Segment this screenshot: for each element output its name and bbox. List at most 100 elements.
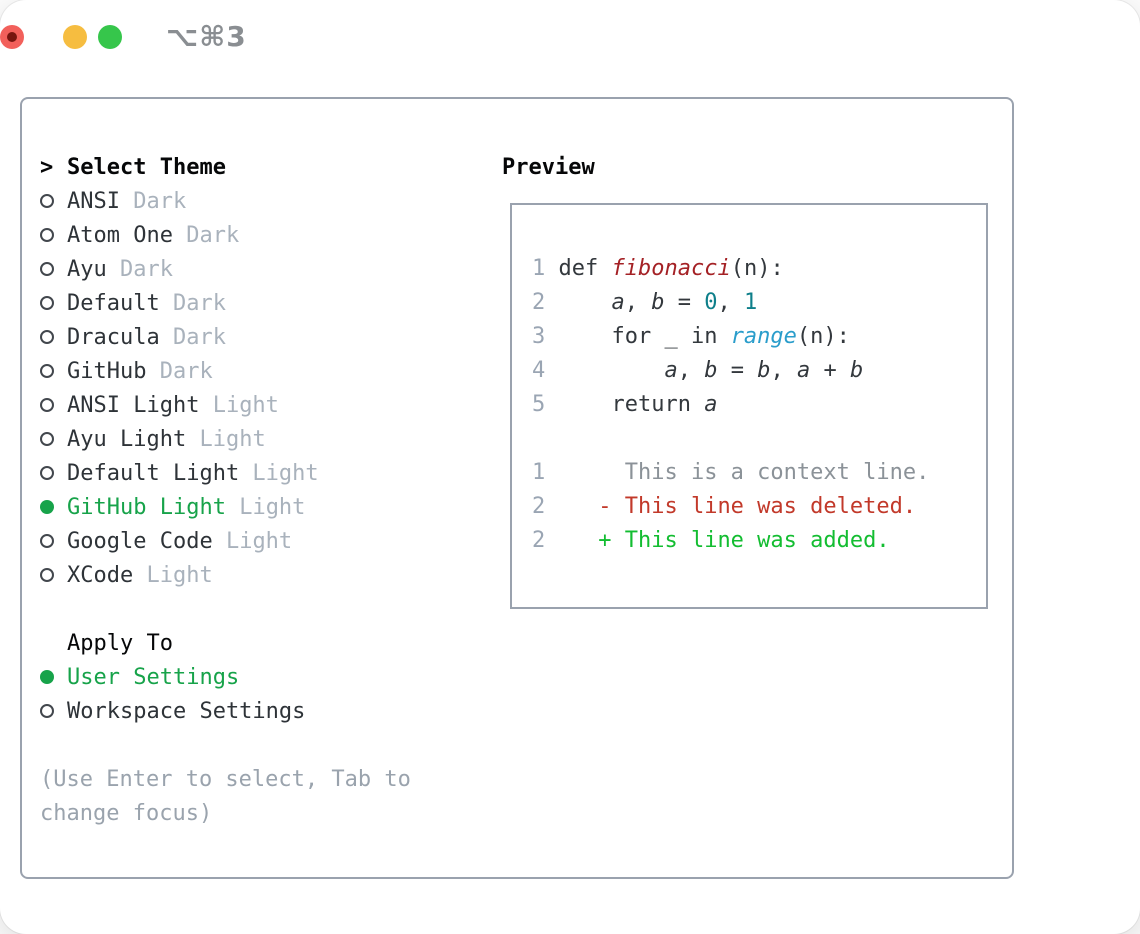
preview-header-label: Preview — [502, 154, 595, 180]
selected-dot — [40, 670, 54, 684]
theme-option-ansi-light[interactable]: ANSI Light Light — [40, 388, 411, 422]
apply-to-header-label: Apply To — [67, 630, 173, 656]
option-label: User Settings — [67, 664, 240, 690]
code-line-1: 1 def fibonacci(n): — [532, 251, 929, 285]
theme-option-ansi[interactable]: ANSI Dark — [40, 184, 411, 218]
option-label: GitHub — [67, 358, 147, 384]
option-label: Dracula — [67, 324, 160, 350]
option-variant-label: Dark — [106, 256, 173, 282]
code-segment-code: , — [677, 357, 705, 383]
radio-icon — [40, 694, 67, 728]
option-variant-label: Light — [186, 426, 266, 452]
theme-option-ayu[interactable]: Ayu Dark — [40, 252, 411, 286]
code-line-blank — [532, 421, 929, 455]
theme-option-xcode[interactable]: XCode Light — [40, 558, 411, 592]
hint-line-1: (Use Enter to select, Tab to — [40, 762, 411, 796]
theme-option-github[interactable]: GitHub Dark — [40, 354, 411, 388]
unselected-ring — [40, 296, 54, 310]
option-variant-label: Dark — [172, 222, 240, 248]
unselected-ring — [40, 262, 54, 276]
unselected-ring — [40, 568, 54, 582]
unselected-ring — [40, 432, 54, 446]
code-segment-var: b — [704, 357, 718, 383]
code-segment-code: , — [624, 289, 652, 315]
option-label: GitHub Light — [67, 494, 226, 520]
option-variant-label: Light — [199, 392, 279, 418]
hint-text: change focus) — [40, 800, 213, 826]
theme-option-default[interactable]: Default Dark — [40, 286, 411, 320]
radio-icon — [40, 184, 67, 218]
option-label: Default — [67, 290, 160, 316]
zoom-button[interactable] — [98, 25, 122, 49]
option-variant-label: Dark — [159, 324, 226, 350]
code-segment-code — [559, 358, 665, 383]
code-segment-var: a — [611, 289, 625, 315]
line-number: 2 — [532, 527, 559, 553]
option-label: ANSI Light — [67, 392, 200, 418]
code-segment-var: b — [757, 357, 771, 383]
radio-icon — [40, 524, 67, 558]
code-line-9: 2 + This line was added. — [532, 523, 929, 557]
radio-selected-icon — [40, 490, 67, 524]
theme-option-google-code[interactable]: Google Code Light — [40, 524, 411, 558]
code-segment-var: b — [849, 357, 864, 383]
code-segment-var: a — [796, 357, 811, 383]
hint-line-2: change focus) — [40, 796, 411, 830]
apply-option-workspace-settings[interactable]: Workspace Settings — [40, 694, 411, 728]
code-segment-code: (n): — [730, 255, 784, 281]
unselected-ring — [40, 398, 54, 412]
line-number: 4 — [532, 357, 559, 383]
radio-icon — [40, 422, 67, 456]
line-number: 2 — [532, 493, 559, 519]
line-number: 2 — [532, 289, 559, 315]
code-segment-num: 0 — [704, 289, 718, 315]
option-label: Google Code — [67, 528, 213, 554]
code-segment-code: (n): — [796, 323, 850, 349]
code-segment-var: a — [704, 391, 718, 417]
unselected-ring — [40, 364, 54, 378]
option-variant-label: Light — [225, 494, 306, 520]
code-segment-num: 1 — [743, 289, 758, 315]
code-segment-ctx: This is a context line. — [558, 459, 930, 485]
code-segment-code: = — [717, 357, 758, 383]
code-segment-builtin: range — [730, 323, 797, 349]
theme-option-ayu-light[interactable]: Ayu Light Light — [40, 422, 411, 456]
title-bar: ⌥⌘3 — [0, 0, 1140, 97]
select-theme-header: > Select Theme — [40, 150, 411, 184]
code-line-5: 5 return a — [532, 387, 929, 421]
preview-header: Preview — [502, 150, 595, 184]
code-segment-add: + This line was added. — [558, 527, 890, 553]
spacer — [40, 728, 411, 762]
option-label: Ayu Light — [67, 426, 187, 452]
code-segment-code: return — [558, 391, 705, 417]
code-segment-code: , — [770, 357, 797, 383]
code-segment-code: def — [558, 255, 612, 281]
code-line-4: 4 a, b = b, a + b — [532, 353, 929, 387]
line-number: 5 — [532, 391, 559, 417]
close-dot-icon — [7, 32, 17, 42]
code-segment-code — [559, 290, 612, 315]
option-variant-label: Dark — [159, 290, 226, 316]
theme-option-github-light[interactable]: GitHub Light Light — [40, 490, 411, 524]
theme-option-default-light[interactable]: Default Light Light — [40, 456, 411, 490]
radio-icon — [40, 286, 67, 320]
apply-to-header: Apply To — [40, 626, 411, 660]
line-number: 1 — [532, 255, 559, 281]
unselected-ring — [40, 194, 54, 208]
apply-option-user-settings[interactable]: User Settings — [40, 660, 411, 694]
code-line-8: 2 - This line was deleted. — [532, 489, 929, 523]
option-label: Default Light — [67, 460, 240, 486]
unselected-ring — [40, 704, 54, 718]
close-button[interactable] — [0, 25, 24, 49]
theme-option-dracula[interactable]: Dracula Dark — [40, 320, 411, 354]
minimize-button[interactable] — [63, 25, 87, 49]
theme-option-atom-one[interactable]: Atom One Dark — [40, 218, 411, 252]
radio-icon — [40, 388, 67, 422]
unselected-ring — [40, 534, 54, 548]
option-variant-label: Light — [239, 460, 319, 486]
unselected-ring — [40, 466, 54, 480]
radio-icon — [40, 218, 67, 252]
